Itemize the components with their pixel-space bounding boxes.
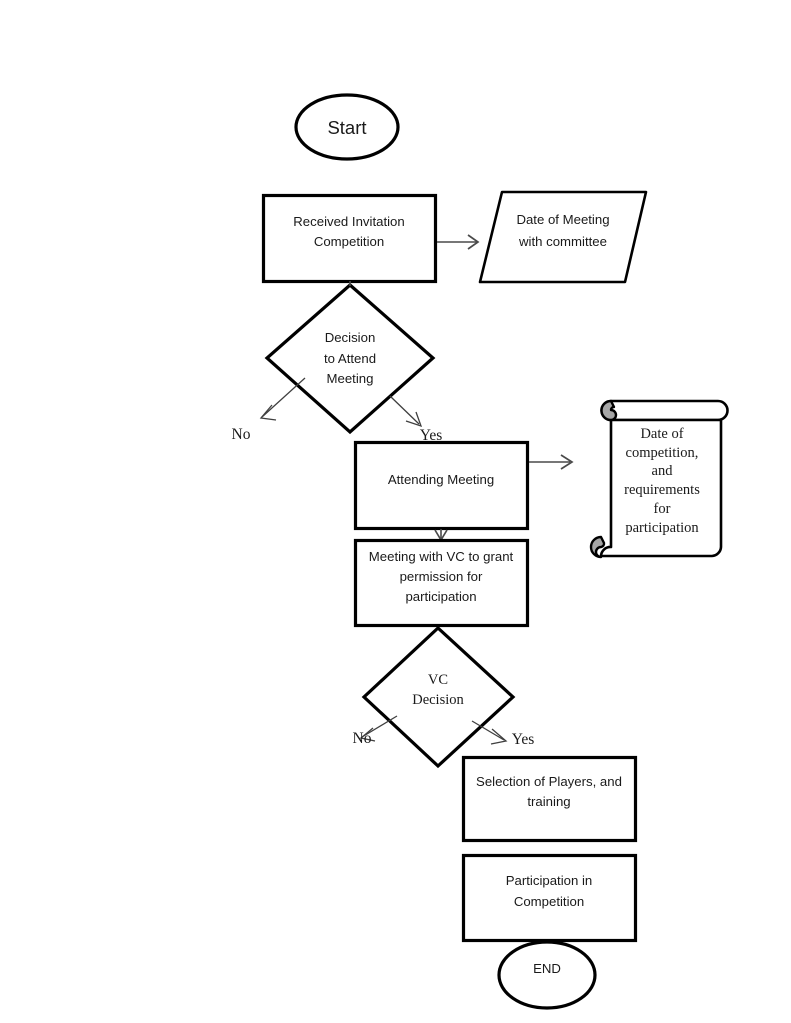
meeting-with-vc-box-outline (353, 538, 530, 628)
selection-of-players-line1: Selection of Players, and (476, 774, 622, 789)
connector-decision-attend-yes (389, 395, 423, 428)
participation-in-competition-line2: Competition (514, 894, 584, 909)
node-participation-in-competition[interactable]: Participation in Competition (461, 853, 638, 943)
competition-details-line1: Date of (640, 426, 683, 442)
connector-attending-to-details (529, 454, 574, 470)
node-date-of-meeting[interactable]: Date of Meeting with committee (478, 190, 648, 284)
edge-label-decision-attend-yes: Yes (420, 427, 443, 444)
participation-in-competition-line1: Participation in (506, 873, 593, 888)
scroll-curl-top-left (600, 399, 618, 422)
scroll-top-roll (600, 399, 729, 422)
scroll-curl-bottom-left (589, 535, 606, 559)
meeting-with-vc-line1: Meeting with VC to grant (369, 549, 514, 564)
date-of-meeting-line2: with committee (518, 234, 607, 249)
competition-details-line2: competition, (626, 445, 699, 461)
edge-label-vc-decision-no: No (353, 730, 372, 747)
selection-of-players-box-outline (461, 755, 638, 843)
connector-attending-to-vc-meeting (434, 529, 448, 542)
vc-decision-line2: Decision (412, 692, 464, 708)
node-decision-attend-meeting[interactable]: Decision to Attend Meeting (264, 282, 436, 435)
date-of-meeting-line1: Date of Meeting (516, 212, 609, 227)
competition-details-line3: and (652, 463, 674, 479)
selection-of-players-line2: training (527, 794, 570, 809)
meeting-with-vc-line2: permission for (400, 569, 483, 584)
edge-label-decision-attend-no: No (232, 426, 251, 443)
decision-attend-line1: Decision (325, 330, 376, 345)
vc-decision-line1: VC (428, 672, 448, 688)
node-end[interactable]: END (497, 940, 597, 1010)
node-selection-of-players[interactable]: Selection of Players, and training (461, 755, 638, 843)
connector-invitation-to-date (437, 234, 480, 250)
node-attending-meeting[interactable]: Attending Meeting (353, 440, 530, 531)
attending-meeting-line1: Attending Meeting (388, 472, 494, 487)
end-ellipse-outline (497, 940, 597, 1010)
decision-attend-line2: to Attend (324, 351, 376, 366)
connector-vc-decision-no (359, 715, 398, 742)
date-of-meeting-parallelogram-outline (478, 190, 648, 284)
start-ellipse-outline (294, 93, 400, 161)
start-label: Start (327, 117, 366, 138)
received-invitation-line2: Competition (314, 234, 384, 249)
received-invitation-line1: Received Invitation (293, 214, 404, 229)
competition-details-line5: for (654, 501, 671, 517)
node-start[interactable]: Start (294, 93, 400, 161)
node-vc-decision[interactable]: VC Decision (361, 625, 516, 769)
node-meeting-with-vc[interactable]: Meeting with VC to grant permission for … (353, 538, 530, 628)
scroll-sheet-body (599, 408, 723, 558)
node-competition-details[interactable]: Date of competition, and requirements fo… (589, 399, 729, 559)
connector-decision-attend-no (259, 377, 306, 421)
decision-attend-diamond-outline (264, 282, 436, 435)
attending-meeting-box-outline (353, 440, 530, 531)
end-label: END (533, 961, 561, 976)
decision-attend-line3: Meeting (327, 371, 374, 386)
meeting-with-vc-line3: participation (405, 589, 476, 604)
received-invitation-box-outline (261, 193, 438, 284)
vc-decision-diamond-outline (361, 625, 516, 769)
edge-label-vc-decision-yes: Yes (512, 731, 535, 748)
competition-details-line6: participation (625, 520, 699, 536)
participation-in-competition-box-outline (461, 853, 638, 943)
competition-details-line4: requirements (624, 482, 700, 498)
node-received-invitation[interactable]: Received Invitation Competition (261, 193, 438, 284)
connector-vc-decision-yes (471, 720, 508, 745)
